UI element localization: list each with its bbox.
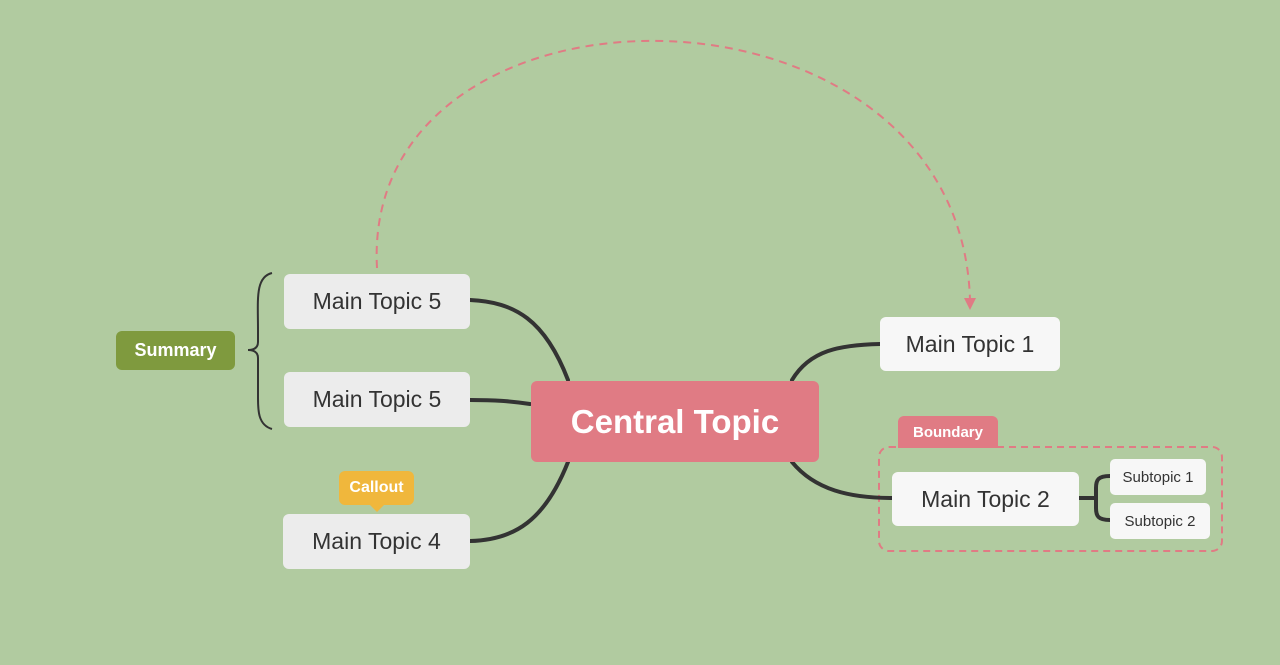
main-topic-5b[interactable]: Main Topic 5 [284,372,470,427]
connector-topic1 [790,342,882,382]
boundary-label-tab[interactable]: Boundary [898,416,998,448]
connector-topic5a [468,298,570,382]
summary-brace [247,272,273,430]
main-topic-1[interactable]: Main Topic 1 [880,317,1060,371]
connector-topic4 [468,460,570,543]
summary-label: Summary [134,340,217,360]
central-topic-label: Central Topic [570,402,780,440]
subtopic-2-label: Subtopic 2 [1124,512,1196,530]
main-topic-5a[interactable]: Main Topic 5 [284,274,470,329]
subtopic-1[interactable]: Subtopic 1 [1110,459,1206,495]
callout-pointer [369,504,385,512]
connector-topic5b [468,398,532,406]
callout-label: Callout [349,479,404,496]
summary-node[interactable]: Summary [116,331,235,370]
main-topic-2[interactable]: Main Topic 2 [892,472,1079,526]
boundary-label: Boundary [912,423,983,441]
main-topic-2-label: Main Topic 2 [921,485,1050,512]
subtopic-2[interactable]: Subtopic 2 [1110,503,1210,539]
relationship-line[interactable] [375,40,971,301]
main-topic-5b-label: Main Topic 5 [312,386,442,412]
main-topic-1-label: Main Topic 1 [905,330,1035,357]
connector-topic2 [790,460,894,500]
main-topic-4[interactable]: Main Topic 4 [283,514,470,569]
main-topic-4-label: Main Topic 4 [312,528,441,554]
connector-subtopics [1077,474,1112,522]
callout-node[interactable]: Callout [339,471,414,505]
subtopic-1-label: Subtopic 1 [1122,468,1194,486]
main-topic-5a-label: Main Topic 5 [312,288,442,314]
relationship-arrowhead [964,298,976,310]
central-topic[interactable]: Central Topic [531,381,819,462]
